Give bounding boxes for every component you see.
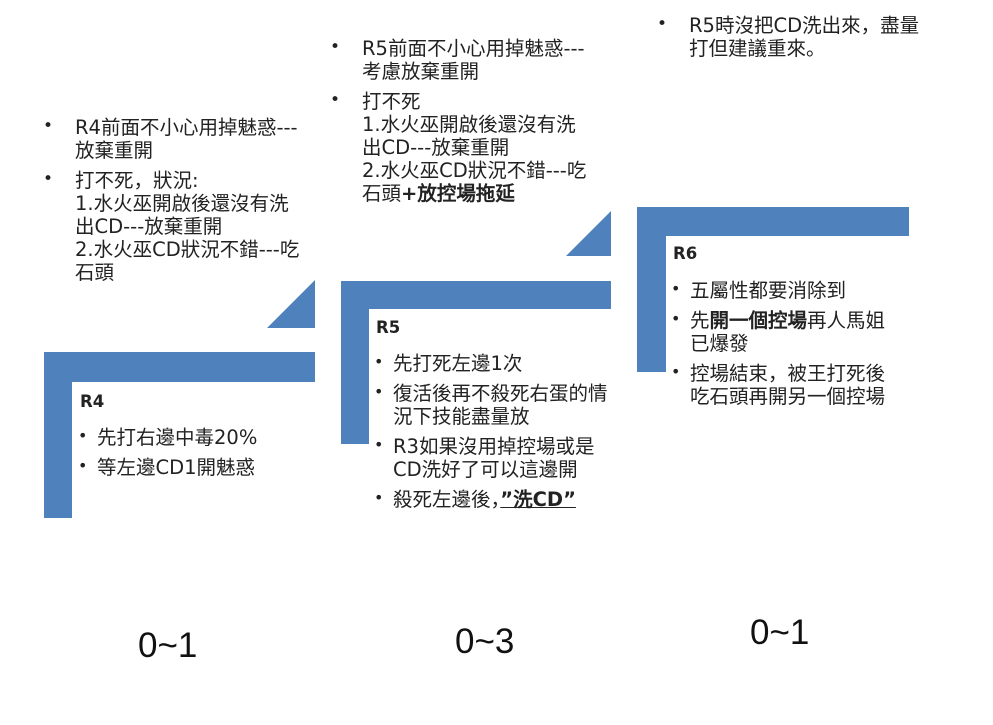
range-r5: 0~3 xyxy=(455,622,515,661)
step-connector-r5 xyxy=(566,211,611,256)
notes-r6: R5時沒把CD洗出來，盡量打但建議重來。 xyxy=(652,14,932,67)
note-item: R5前面不小心用掉魅惑---考慮放棄重開 xyxy=(325,37,595,83)
step-shape-r5 xyxy=(341,281,611,444)
step-label-r6: R6 xyxy=(673,244,698,263)
step-label-r5: R5 xyxy=(376,318,401,337)
step-shape-r6 xyxy=(637,207,909,372)
step-body-r4: 先打右邊中毒20% 等左邊CD1開魅惑 xyxy=(78,426,306,486)
notes-r4: R4前面不小心用掉魅惑---放棄重開 打不死，狀況: 1.水火巫開啟後還沒有洗出… xyxy=(38,116,300,291)
list-item: 殺死左邊後，”洗CD” xyxy=(374,488,609,511)
note-item: R5時沒把CD洗出來，盡量打但建議重來。 xyxy=(652,14,932,60)
step-shape-r4 xyxy=(44,352,315,518)
note-item: 打不死 1.水火巫開啟後還沒有洗出CD---放棄重開 2.水火巫CD狀況不錯--… xyxy=(325,90,595,205)
list-item: 先打死左邊1次 xyxy=(374,352,609,375)
list-item: 復活後再不殺死右蛋的情況下技能盡量放 xyxy=(374,382,609,428)
step-body-r5: 先打死左邊1次 復活後再不殺死右蛋的情況下技能盡量放 R3如果沒用掉控場或是CD… xyxy=(374,352,609,518)
list-item: 先開一個控場再人馬姐已爆發 xyxy=(671,309,896,355)
step-label-r4: R4 xyxy=(80,392,105,411)
list-item: 控場結束，被王打死後吃石頭再開另一個控場 xyxy=(671,362,896,408)
range-r4: 0~1 xyxy=(138,626,198,665)
list-item: 五屬性都要消除到 xyxy=(671,279,896,302)
range-r6: 0~1 xyxy=(750,613,810,652)
list-item: 等左邊CD1開魅惑 xyxy=(78,456,306,479)
note-item: R4前面不小心用掉魅惑---放棄重開 xyxy=(38,116,300,162)
notes-r5: R5前面不小心用掉魅惑---考慮放棄重開 打不死 1.水火巫開啟後還沒有洗出CD… xyxy=(325,37,595,212)
list-item: 先打右邊中毒20% xyxy=(78,426,306,449)
list-item: R3如果沒用掉控場或是CD洗好了可以這邊開 xyxy=(374,435,609,481)
step-body-r6: 五屬性都要消除到 先開一個控場再人馬姐已爆發 控場結束，被王打死後吃石頭再開另一… xyxy=(671,279,896,415)
note-item: 打不死，狀況: 1.水火巫開啟後還沒有洗出CD---放棄重開 2.水火巫CD狀況… xyxy=(38,169,300,284)
step-connector-r4 xyxy=(267,280,315,328)
